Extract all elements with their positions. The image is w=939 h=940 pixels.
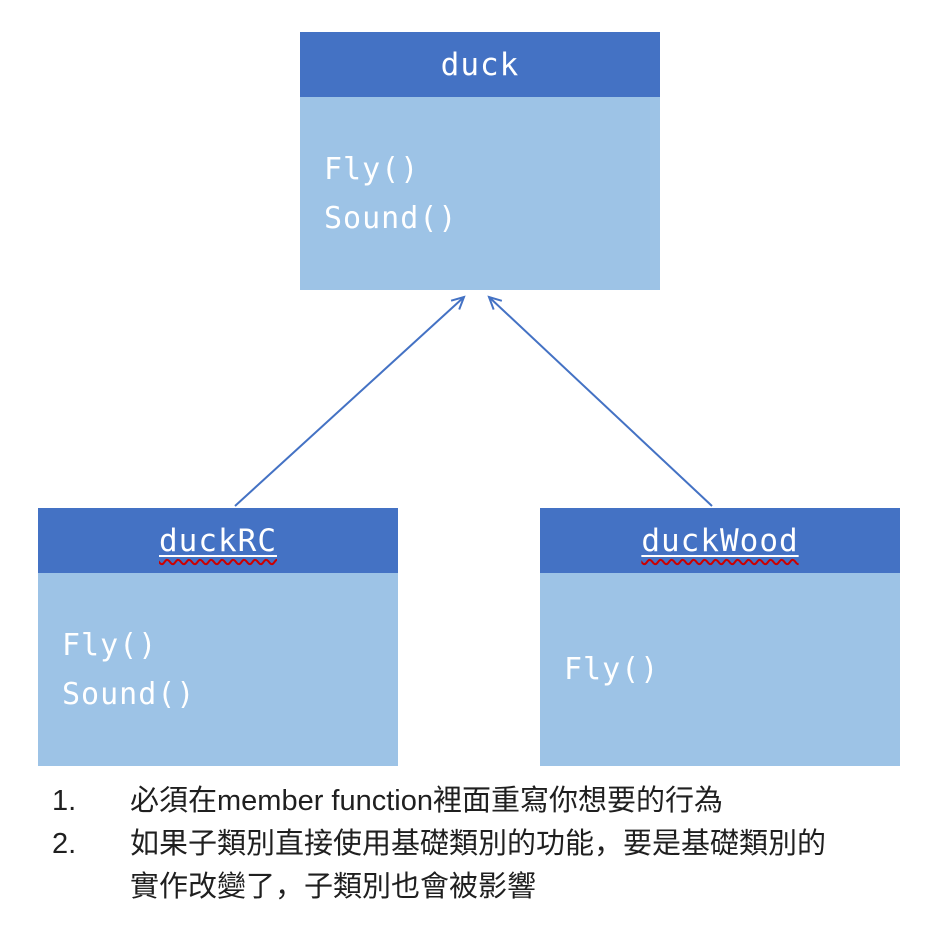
class-title-duckrc: duckRC <box>159 522 277 559</box>
note-number: 1. <box>52 785 77 817</box>
class-title-duck: duck <box>440 46 520 83</box>
method-sound: Sound() <box>324 200 458 236</box>
class-header-duck: duck <box>300 32 660 97</box>
note-item: 2. 如果子類別直接使用基礎類別的功能，要是基礎類別的實作改變了，子類別也會被影… <box>52 823 902 909</box>
note-number: 2. <box>52 827 77 860</box>
method-fly: Fly() <box>564 652 660 687</box>
method-fly: Fly() <box>324 151 420 187</box>
class-header-duckrc: duckRC <box>38 508 398 573</box>
class-box-duckwood: duckWood Fly() <box>540 508 900 766</box>
method-sound: Sound() <box>62 676 196 712</box>
method-fly: Fly() <box>62 627 158 663</box>
spellcheck-underline: duckRC <box>159 523 277 559</box>
spellcheck-underline: duckWood <box>641 523 798 559</box>
notes-list: 1. 必須在member function裡面重寫你想要的行為 2. 如果子類別… <box>52 780 902 909</box>
inheritance-arrow-duckwood <box>487 295 713 507</box>
class-title-duckwood: duckWood <box>641 522 799 559</box>
class-body-duckrc: Fly() Sound() <box>38 573 398 766</box>
class-header-duckwood: duckWood <box>540 508 900 573</box>
note-item: 1. 必須在member function裡面重寫你想要的行為 <box>52 780 902 823</box>
class-body-duck: Fly() Sound() <box>300 97 660 290</box>
class-box-duck: duck Fly() Sound() <box>300 32 660 290</box>
inheritance-arrow-duckrc <box>234 295 466 507</box>
note-text: 如果子類別直接使用基礎類別的功能，要是基礎類別的實作改變了，子類別也會被影響 <box>130 827 827 903</box>
note-text: 必須在member function裡面重寫你想要的行為 <box>130 785 723 817</box>
class-body-duckwood: Fly() <box>540 573 900 766</box>
class-box-duckrc: duckRC Fly() Sound() <box>38 508 398 766</box>
